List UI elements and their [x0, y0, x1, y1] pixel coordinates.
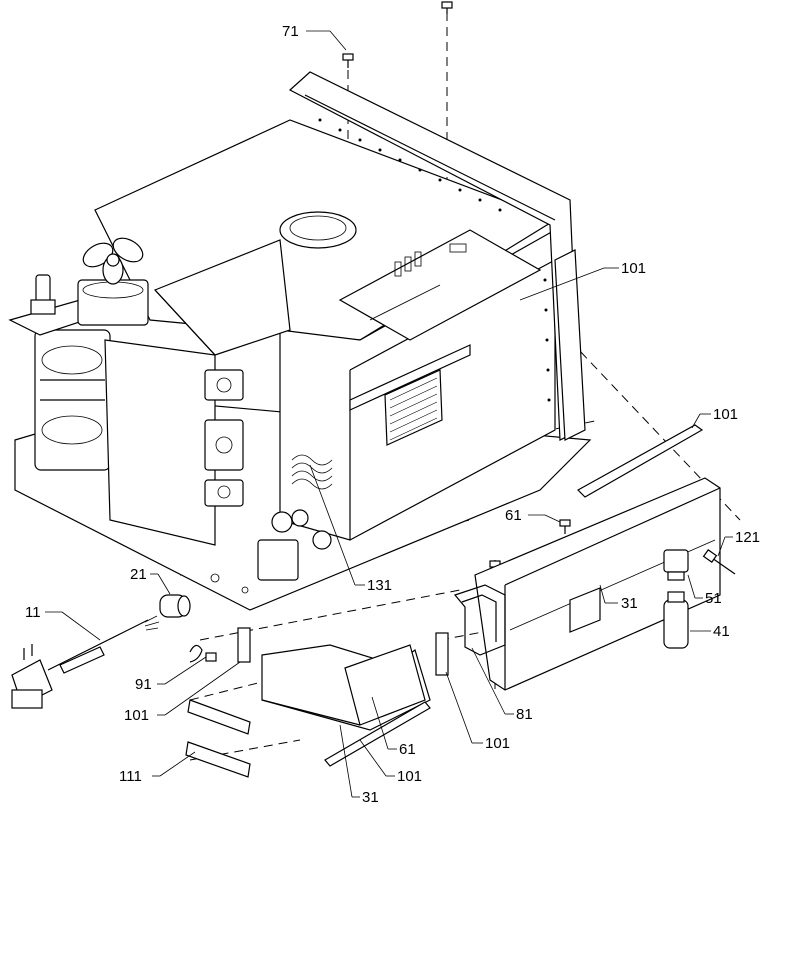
- callout-121: 121: [735, 529, 760, 546]
- left-components: [8, 237, 333, 594]
- callout-101: 101: [621, 260, 646, 277]
- screw-icon: [559, 519, 571, 534]
- callout-101: 101: [713, 406, 738, 423]
- callout-71: 71: [282, 23, 299, 40]
- callout-101: 101: [397, 768, 422, 785]
- callout-101: 101: [485, 735, 510, 752]
- callout-61: 61: [399, 741, 416, 758]
- callout-131: 131: [367, 577, 392, 594]
- callout-61: 61: [505, 507, 522, 524]
- callout-11: 11: [25, 604, 41, 621]
- callout-21: 21: [130, 566, 147, 583]
- fuse-icon: [30, 274, 56, 315]
- callout-labels: 71 101 101 61 121 21 131 31 51 11 41 91 …: [25, 23, 760, 806]
- callout-101: 101: [124, 707, 149, 724]
- ferrite-core-icon: [159, 594, 191, 618]
- left-bracket-assembly: [185, 627, 449, 778]
- screw-icon: [441, 1, 453, 14]
- power-cord-assembly: [11, 594, 191, 709]
- lamp-socket-icon: [663, 549, 689, 581]
- callout-91: 91: [135, 676, 152, 693]
- plug-icon: [11, 644, 53, 709]
- fan-blade-icon: [82, 237, 144, 285]
- screw-icon: [342, 53, 354, 68]
- callout-81: 81: [516, 706, 533, 723]
- callout-31: 31: [621, 595, 638, 612]
- callout-111: 111: [119, 768, 142, 785]
- frame-rivets: [318, 118, 551, 402]
- board-components: [369, 243, 467, 321]
- lamp-bulb-icon: [663, 591, 689, 649]
- callout-51: 51: [705, 590, 722, 607]
- vent-grille-hatch: [389, 377, 438, 441]
- callout-31: 31: [362, 789, 379, 806]
- callout-41: 41: [713, 623, 730, 640]
- wire-harness-icon: [291, 454, 333, 490]
- right-bracket-assembly: [453, 424, 736, 691]
- callout-leaders: [45, 30, 733, 798]
